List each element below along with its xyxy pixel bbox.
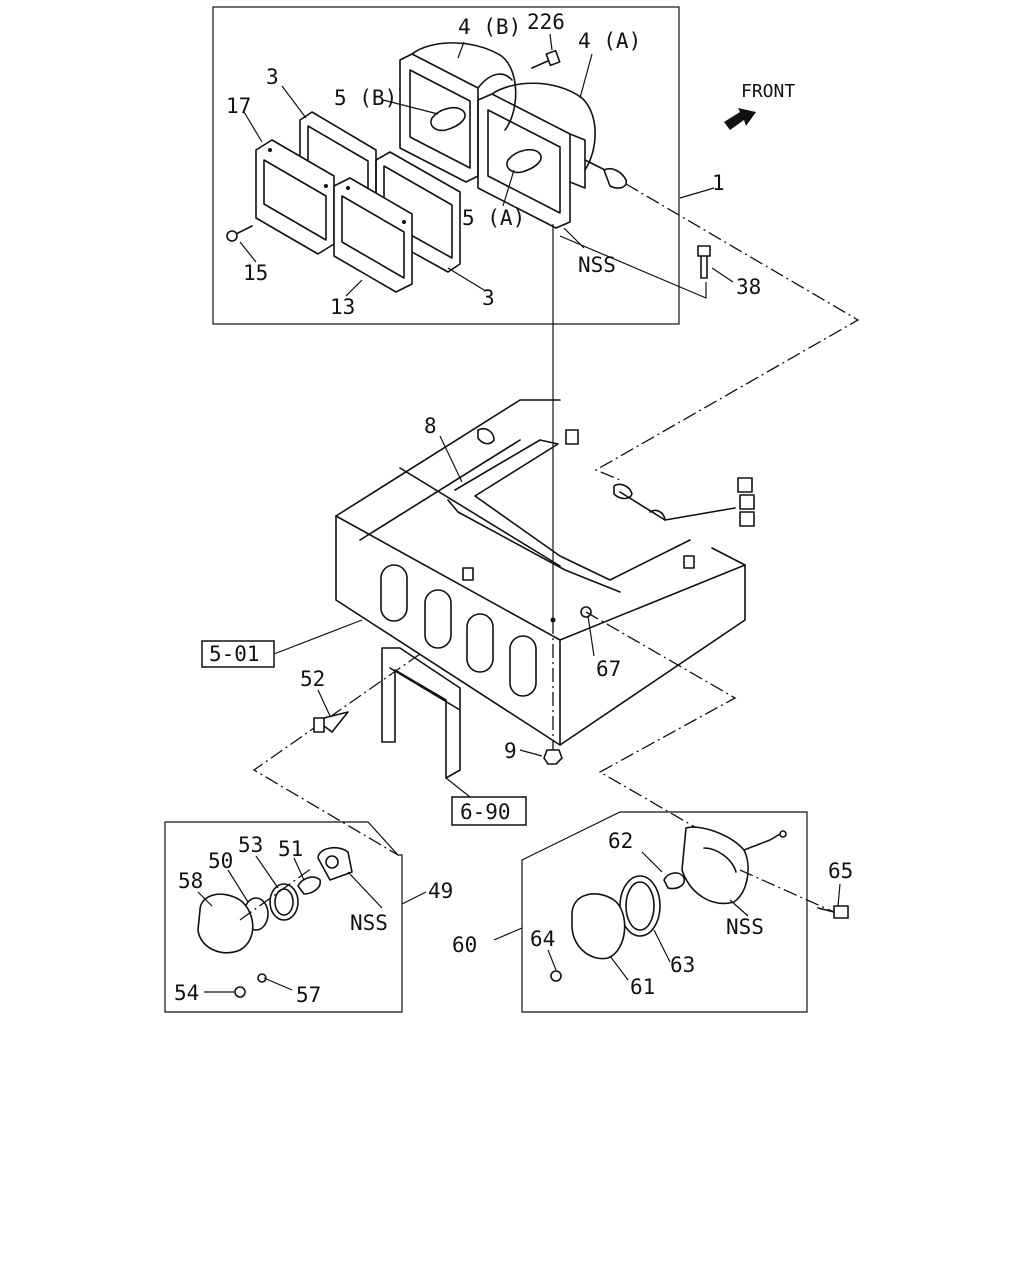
callout-53: 53 — [238, 833, 263, 857]
callout-57: 57 — [296, 983, 321, 1007]
callout-63: 63 — [670, 953, 695, 977]
leader-lines-middle — [252, 611, 737, 856]
callout-52: 52 — [300, 667, 325, 691]
screw-15 — [226, 225, 253, 242]
callout-15: 15 — [243, 261, 268, 285]
callout-38: 38 — [736, 275, 761, 299]
callout-4b: 4 (B) — [458, 15, 521, 39]
bezel-13 — [333, 177, 413, 293]
nut-9 — [543, 749, 563, 765]
front-label: FRONT — [741, 81, 795, 102]
callout-8: 8 — [424, 414, 437, 438]
callout-leaders — [197, 33, 841, 993]
callout-51: 51 — [278, 837, 303, 861]
bracket-6-90 — [381, 647, 461, 779]
bolt-38 — [697, 245, 711, 279]
callout-65: 65 — [828, 859, 853, 883]
bulb-5a — [506, 148, 542, 174]
callout-50: 50 — [208, 849, 233, 873]
leader-lines-top — [552, 183, 860, 620]
callout-3-top: 3 — [266, 65, 279, 89]
ref-box-6-90 — [445, 777, 527, 826]
callout-5a: 5 (A) — [462, 206, 525, 230]
callout-13: 13 — [330, 295, 355, 319]
callout-49: 49 — [428, 879, 453, 903]
callout-226: 226 — [527, 10, 565, 34]
callout-67: 67 — [596, 657, 621, 681]
bumper-frame-5-01 — [335, 399, 755, 746]
headlamp-group-box — [212, 6, 680, 325]
bulb-5b — [430, 106, 466, 132]
lamp-housing-4a — [477, 82, 606, 229]
callout-61: 61 — [630, 975, 655, 999]
lamp-group-60-box — [521, 811, 849, 1013]
ref-6-90-label[interactable]: 6-90 — [460, 800, 511, 824]
nss-label-top: NSS — [578, 253, 616, 277]
bezel-17 — [255, 139, 335, 255]
callout-5b: 5 (B) — [334, 86, 397, 110]
bolt-226 — [531, 49, 561, 69]
callout-9: 9 — [504, 739, 517, 763]
lamp-connector — [603, 167, 628, 189]
callout-labels: FRONT 4 (B) 226 4 (A) 5 (B) 3 17 1 5 (A)… — [174, 10, 853, 1007]
ref-5-01-label[interactable]: 5-01 — [209, 642, 260, 666]
front-direction-arrow — [724, 108, 756, 130]
callout-60: 60 — [452, 933, 477, 957]
lamp-group-49-box — [164, 821, 403, 1013]
callout-17: 17 — [226, 94, 251, 118]
nss-label-right: NSS — [726, 915, 764, 939]
clip-52 — [313, 711, 349, 733]
nss-label-left: NSS — [350, 911, 388, 935]
callout-54: 54 — [174, 981, 199, 1005]
callout-58: 58 — [178, 869, 203, 893]
lamp-housing-4b — [399, 42, 517, 183]
callout-62: 62 — [608, 829, 633, 853]
callout-64: 64 — [530, 927, 555, 951]
callout-3-bottom: 3 — [482, 286, 495, 310]
callout-1: 1 — [712, 171, 725, 195]
ref-box-5-01 — [201, 619, 363, 668]
callout-4a: 4 (A) — [578, 29, 641, 53]
